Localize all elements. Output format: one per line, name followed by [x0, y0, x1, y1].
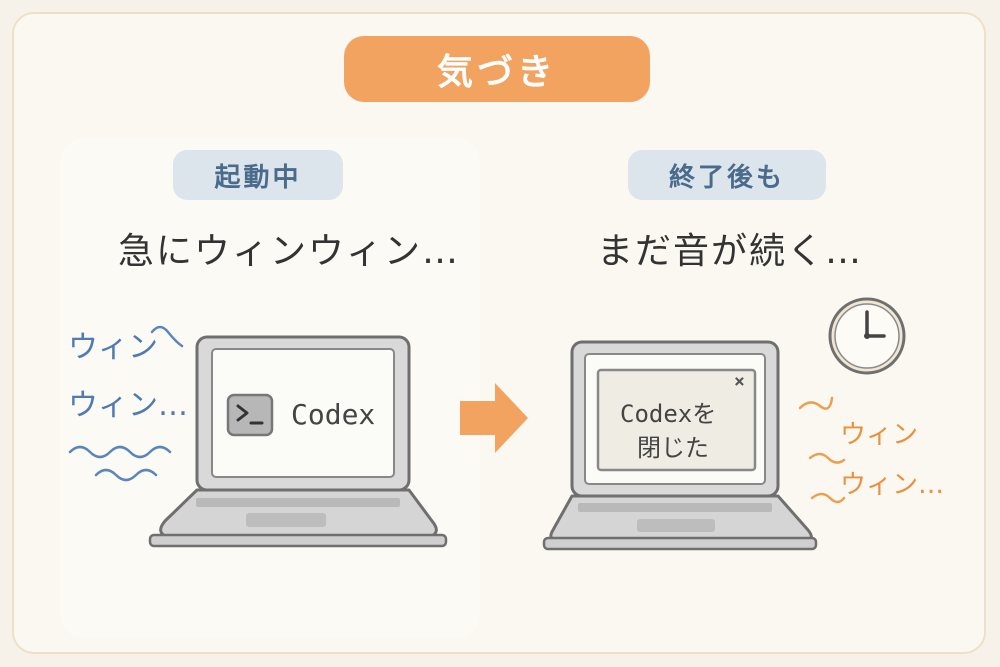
status-tag-label: 終了後も [668, 162, 785, 193]
clock-icon [828, 297, 906, 375]
terminal-icon [226, 393, 274, 437]
status-tag-label: 起動中 [214, 162, 302, 193]
close-icon: × [734, 371, 745, 392]
sfx-text-1: ウィン [68, 330, 158, 365]
sfx-text-orange-1: ウィン [840, 420, 919, 450]
closed-dialog [596, 368, 757, 472]
dialog-line-1: Codexを [620, 400, 717, 428]
sfx-text-2: ウィン… [68, 388, 188, 423]
title-text: 気づき [436, 52, 557, 93]
app-label: Codex [291, 398, 376, 431]
arrow-right-icon [460, 383, 528, 453]
status-tag-running: 起動中 [173, 150, 343, 200]
left-laptop [148, 335, 448, 548]
title-badge: 気づき [344, 36, 650, 102]
sound-wave-icon [798, 396, 846, 504]
sound-wave-icon [68, 325, 184, 482]
left-caption: 急にウィンウィン… [118, 231, 461, 272]
right-caption: まだ音が続く… [597, 231, 864, 272]
sfx-text-orange-2: ウィン… [840, 470, 945, 500]
dialog-line-2: 閉じた [637, 434, 709, 462]
status-tag-after-exit: 終了後も [628, 150, 826, 200]
